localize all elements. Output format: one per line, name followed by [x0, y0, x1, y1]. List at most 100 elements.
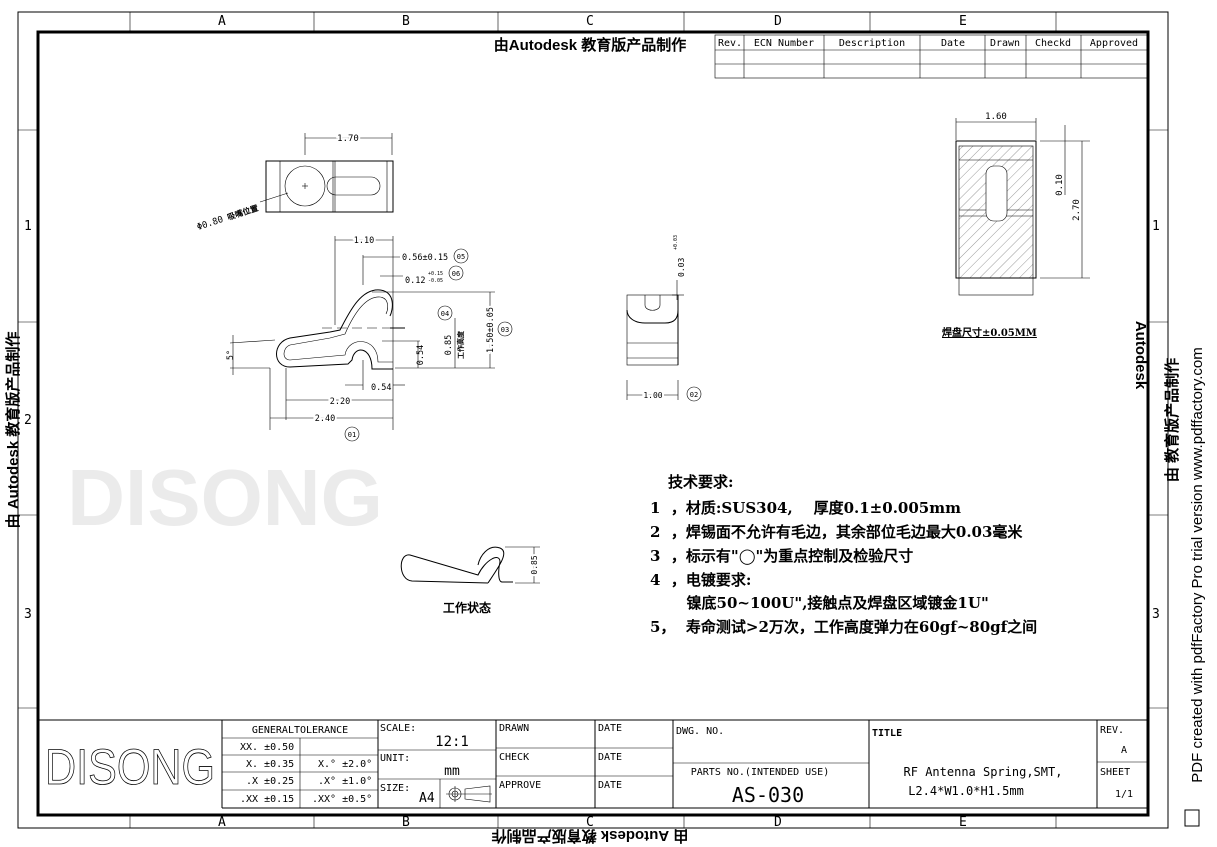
- zone-ticks: [18, 12, 1168, 828]
- title-block: [38, 719, 1148, 809]
- watermark-right-cn: 由 教育版产品制作: [1163, 358, 1181, 482]
- mark-06-label: 04: [441, 310, 449, 318]
- zone-row-1: 1: [24, 219, 32, 234]
- inner-frame: [36, 30, 1150, 817]
- mark-03-label: 03: [501, 326, 509, 334]
- zone-col-a: A: [218, 14, 226, 29]
- dim-012: 0.12: [405, 276, 425, 286]
- company-logo: DISONG: [45, 739, 215, 795]
- mark-02: [686, 386, 702, 402]
- dim-top-width: 1.70: [337, 134, 359, 144]
- rev-value: A: [1121, 745, 1127, 756]
- revision-table: [714, 34, 1148, 79]
- requirement-4: 4 ，电镀要求:: [650, 571, 751, 589]
- dim-056: 0.56±0.15: [402, 253, 448, 263]
- working-state-label: 工作状态: [443, 600, 491, 615]
- mark-01-label: 01: [348, 431, 356, 439]
- working-state-dim-085: 0.85: [530, 555, 539, 574]
- outer-frame: [17, 11, 1169, 829]
- watermark-logo: DISONG: [67, 453, 383, 542]
- drawn-label: DRAWN: [499, 723, 529, 734]
- dim-085-cn: 工作高度: [456, 330, 465, 359]
- dim-150: 1.50±0.05: [486, 307, 496, 353]
- zone-col-d-bottom: D: [774, 815, 782, 830]
- mark-04: [453, 248, 469, 264]
- requirement-2: 2 ，焊锡面不允许有毛边，其余部位毛边最大0.03毫米: [650, 523, 1023, 541]
- parts-no-label: PARTS NO.(INTENDED USE): [691, 767, 829, 778]
- requirement-3: 3 ，标示有"◯"为重点控制及检验尺寸: [650, 547, 913, 565]
- pdffactory-notice: PDF created with pdfFactory Pro trial ve…: [1189, 347, 1206, 782]
- tolerance-4a: .XX ±0.15: [240, 794, 294, 805]
- dwg-no-label: DWG. NO.: [676, 726, 724, 737]
- dim-270: 2.70: [1072, 199, 1082, 221]
- zone-col-a-bottom: A: [218, 815, 226, 830]
- dim-160: 1.60: [985, 112, 1007, 122]
- mark-05: [448, 265, 464, 281]
- title-line-2: L2.4*W1.0*H1.5mm: [908, 784, 1024, 798]
- requirement-5: 5， 寿命测试>2万次，工作高度弹力在60gf~80gf之间: [650, 618, 1037, 636]
- zone-row-2: 2: [24, 413, 32, 428]
- zone-col-b-bottom: B: [402, 815, 410, 830]
- side-view: [229, 236, 495, 430]
- dim-003: 0.03: [677, 258, 686, 277]
- rev-header-ecn: ECN Number: [754, 38, 814, 49]
- dim-010: 0.10: [1055, 174, 1065, 196]
- tolerance-4b: .XX° ±0.5°: [312, 794, 372, 805]
- watermark-right-autodesk: Autodesk: [1132, 321, 1149, 390]
- zone-col-d: D: [774, 14, 782, 29]
- approve-date-label: DATE: [598, 780, 622, 791]
- pad-tolerance-note: 焊盘尺寸±0.05MM: [942, 326, 1037, 339]
- size-label: SIZE:: [380, 783, 410, 794]
- rev-label: REV.: [1100, 725, 1124, 736]
- dim-085: 0.85: [444, 335, 454, 355]
- mark-04-label: 05: [457, 253, 465, 261]
- title-label: TITLE: [872, 728, 902, 739]
- unit-label: UNIT:: [380, 753, 410, 764]
- size-value: A4: [419, 791, 435, 806]
- tolerance-2b: X.° ±2.0°: [318, 759, 372, 770]
- check-date-label: DATE: [598, 752, 622, 763]
- mark-05-label: 06: [452, 270, 460, 278]
- mark-03: [497, 321, 513, 337]
- zone-col-e: E: [959, 14, 967, 29]
- unit-value: mm: [444, 764, 460, 779]
- dim-054-vertical: 0.54: [416, 345, 426, 365]
- requirements-title: 技术要求:: [668, 473, 734, 491]
- tolerance-3a: .X ±0.25: [246, 776, 294, 787]
- hole-note: Φ0.80: [196, 215, 225, 233]
- rev-header-description: Description: [839, 38, 905, 49]
- check-label: CHECK: [499, 752, 529, 763]
- scale-label: SCALE:: [380, 723, 416, 734]
- working-state-view: [400, 546, 540, 584]
- front-view: [626, 280, 684, 400]
- pad-view: [955, 118, 1090, 296]
- tolerance-1a: XX. ±0.50: [240, 742, 294, 753]
- sheet-label: SHEET: [1100, 767, 1130, 778]
- tolerance-2a: X. ±0.35: [246, 759, 294, 770]
- zone-col-c-bottom: C: [586, 815, 594, 830]
- approve-label: APPROVE: [499, 780, 541, 791]
- dim-220: 2.20: [330, 397, 350, 407]
- top-view: [259, 133, 394, 213]
- requirement-1: 1 ，材质:SUS304, 厚度0.1±0.005mm: [650, 499, 961, 517]
- dim-054-horizontal: 0.54: [371, 383, 391, 393]
- pdffactory-box: [1184, 809, 1200, 827]
- mark-02-label: 02: [690, 391, 698, 399]
- zone-row-3-right: 3: [1152, 607, 1160, 622]
- watermark-top: 由Autodesk 教育版产品制作: [494, 36, 687, 54]
- tolerance-3b: .X° ±1.0°: [318, 776, 372, 787]
- sheet-value: 1/1: [1115, 789, 1133, 800]
- projection-symbol-icon: [446, 785, 492, 803]
- rev-header-approved: Approved: [1090, 38, 1138, 49]
- dim-012-tol-dn: -0.05: [428, 278, 443, 284]
- zone-col-e-bottom: E: [959, 815, 967, 830]
- dim-100: 1.00: [643, 391, 662, 400]
- title-line-1: RF Antenna Spring,SMT,: [904, 765, 1063, 779]
- zone-row-1-right: 1: [1152, 219, 1160, 234]
- dim-angle: 5°: [226, 350, 236, 360]
- watermark-left: 由 Autodesk 教育版产品制作: [4, 332, 22, 529]
- zone-col-b: B: [402, 14, 410, 29]
- zone-col-c: C: [586, 14, 594, 29]
- mark-01: [344, 426, 360, 442]
- drawn-date-label: DATE: [598, 723, 622, 734]
